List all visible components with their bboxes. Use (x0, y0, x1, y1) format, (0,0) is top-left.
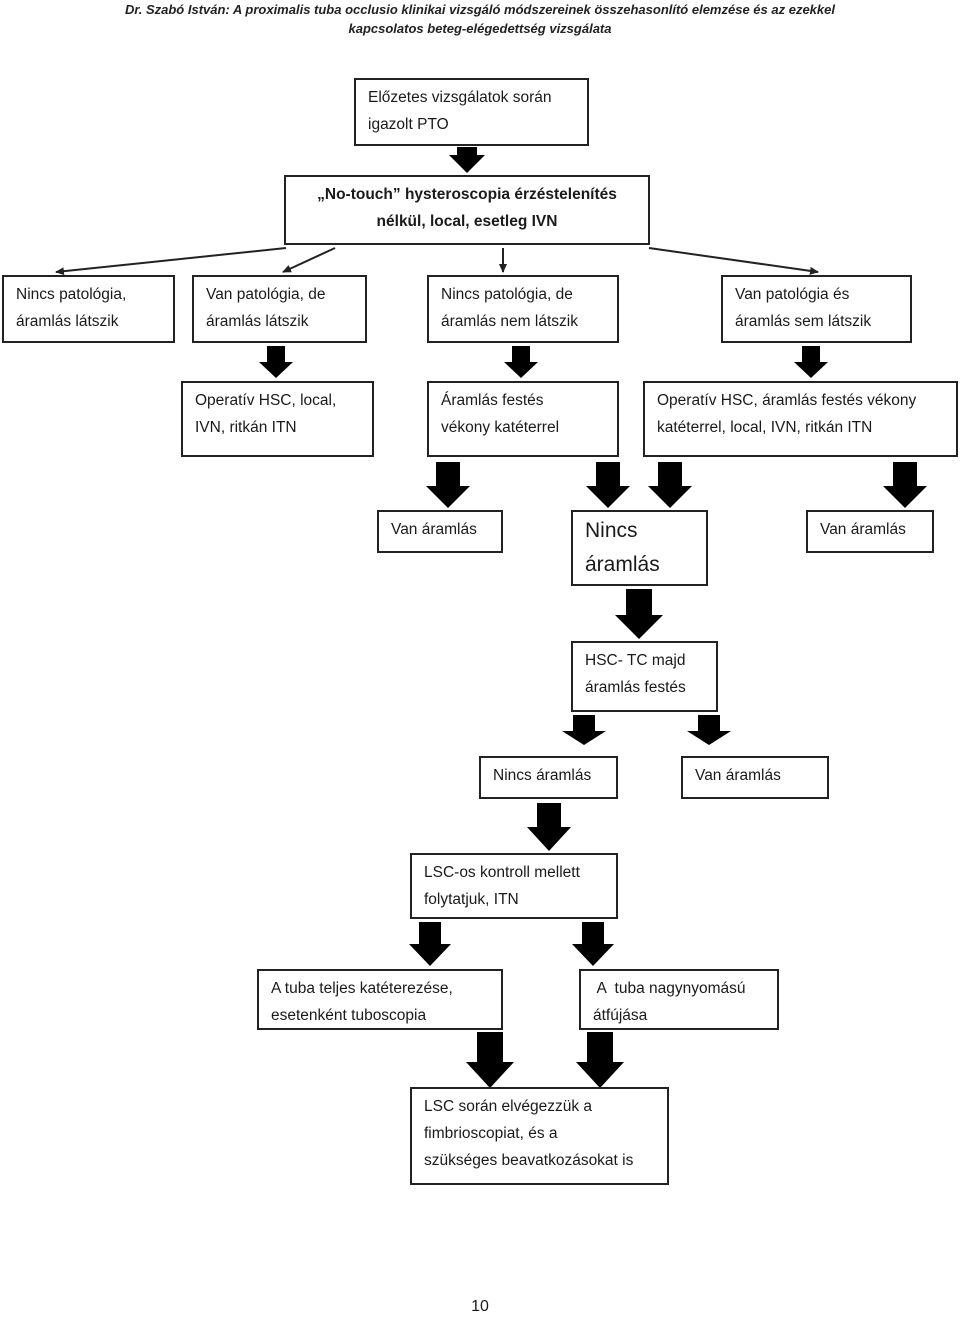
box-text: nélkül, local, esetleg IVN (376, 213, 558, 230)
connector-line-4 (648, 247, 819, 275)
box-operative-hsc-staining: Operatív HSC, áramlás festés vékony katé… (643, 381, 958, 457)
box-text: „No-touch” hysteroscopia érzéstelenítés (317, 186, 617, 203)
box-text: Nincs patológia, (16, 286, 127, 303)
block-arrow-16 (576, 1032, 624, 1088)
header-line-1: Dr. Szabó István: A proximalis tuba occl… (125, 2, 835, 17)
box-text: szükséges beavatkozásokat is (424, 1152, 634, 1169)
box-text: áramlás sem látszik (735, 313, 872, 330)
block-arrow-11 (687, 715, 731, 745)
box-hsc-tc: HSC- TC majd áramlás festés (571, 641, 718, 712)
block-arrow-4 (794, 346, 828, 378)
box-no-pathology-no-flow: Nincs patológia, de áramlás nem látszik (427, 275, 619, 343)
box-tuba-catheterization: A tuba teljes katéterezése, esetenként t… (257, 969, 503, 1030)
block-arrow-5 (426, 462, 470, 508)
box-text: áramlás (585, 553, 660, 576)
block-arrow-6 (586, 462, 630, 508)
box-text: A tuba teljes katéterezése, (271, 980, 453, 997)
box-text: Operatív HSC, local, (195, 392, 337, 409)
box-tuba-flush: A tuba nagynyomású átfújása (579, 969, 779, 1030)
box-text: Van áramlás (820, 521, 906, 538)
box-text: vékony katéterrel (441, 419, 560, 436)
box-flow-no-mid: Nincs áramlás (571, 510, 708, 586)
block-arrow-13 (409, 922, 451, 966)
box-operative-hsc: Operatív HSC, local, IVN, ritkán ITN (181, 381, 374, 457)
block-arrow-2 (259, 346, 293, 378)
box-text: IVN, ritkán ITN (195, 419, 297, 436)
box-pathology-flow-seen: Van patológia, de áramlás látszik (192, 275, 367, 343)
box-text: esetenként tuboscopia (271, 1007, 427, 1024)
connector-line-1 (55, 247, 287, 276)
page-number: 10 (471, 1298, 489, 1315)
connector-line-2 (282, 247, 336, 273)
box-flow-yes-right: Van áramlás (806, 510, 934, 553)
box-text: folytatjuk, ITN (424, 891, 519, 908)
block-arrow-14 (572, 922, 614, 966)
block-arrow-15 (466, 1032, 514, 1088)
box-text: Nincs áramlás (493, 767, 592, 784)
header-line-2: kapcsolatos beteg-elégedettség vizsgálat… (348, 21, 612, 36)
box-text: Nincs (585, 519, 638, 542)
block-arrow-3 (504, 346, 538, 378)
block-arrow-9 (615, 589, 663, 639)
block-arrow-12 (527, 803, 571, 851)
block-arrow-1 (449, 147, 485, 173)
box-text: Előzetes vizsgálatok során (368, 89, 552, 106)
box-text: HSC- TC majd (585, 652, 686, 669)
box-text: áramlás festés (585, 679, 686, 696)
block-arrow-8 (883, 462, 927, 508)
box-text: Van áramlás (695, 767, 781, 784)
box-text: áramlás nem látszik (441, 313, 578, 330)
box-flow-staining: Áramlás festés vékony katéterrel (427, 381, 619, 457)
box-flow-no-2: Nincs áramlás (479, 756, 618, 799)
box-text: Operatív HSC, áramlás festés vékony (657, 392, 917, 409)
box-text: Van áramlás (391, 521, 477, 538)
box-text: fimbrioscopiat, és a (424, 1125, 558, 1142)
box-lsc-control: LSC-os kontroll mellett folytatjuk, ITN (410, 853, 618, 919)
box-flow-yes-2: Van áramlás (681, 756, 829, 799)
box-text: Van patológia és (735, 286, 850, 303)
box-text: katéterrel, local, IVN, ritkán ITN (657, 419, 873, 436)
page-header: Dr. Szabó István: A proximalis tuba occl… (0, 0, 960, 38)
box-flow-yes-left: Van áramlás (377, 510, 503, 553)
box-no-pathology-flow-seen: Nincs patológia, áramlás látszik (2, 275, 175, 343)
box-text: LSC során elvégezzük a (424, 1098, 593, 1115)
box-text: igazolt PTO (368, 116, 449, 133)
box-text: LSC-os kontroll mellett (424, 864, 580, 881)
box-pathology-no-flow: Van patológia és áramlás sem látszik (721, 275, 912, 343)
box-no-touch-hysteroscopy: „No-touch” hysteroscopia érzéstelenítés … (284, 175, 650, 245)
box-text: Nincs patológia, de (441, 286, 573, 303)
box-text: A tuba nagynyomású (593, 980, 746, 997)
block-arrow-10 (562, 715, 606, 745)
box-text: áramlás látszik (16, 313, 119, 330)
block-arrow-7 (648, 462, 692, 508)
box-prior-pto: Előzetes vizsgálatok során igazolt PTO (354, 78, 589, 146)
box-text: Van patológia, de (206, 286, 326, 303)
box-text: áramlás látszik (206, 313, 309, 330)
box-text: átfújása (593, 1007, 648, 1024)
box-lsc-fimbrioscopy: LSC során elvégezzük a fimbrioscopiat, é… (410, 1087, 669, 1185)
box-text: Áramlás festés (441, 392, 544, 409)
